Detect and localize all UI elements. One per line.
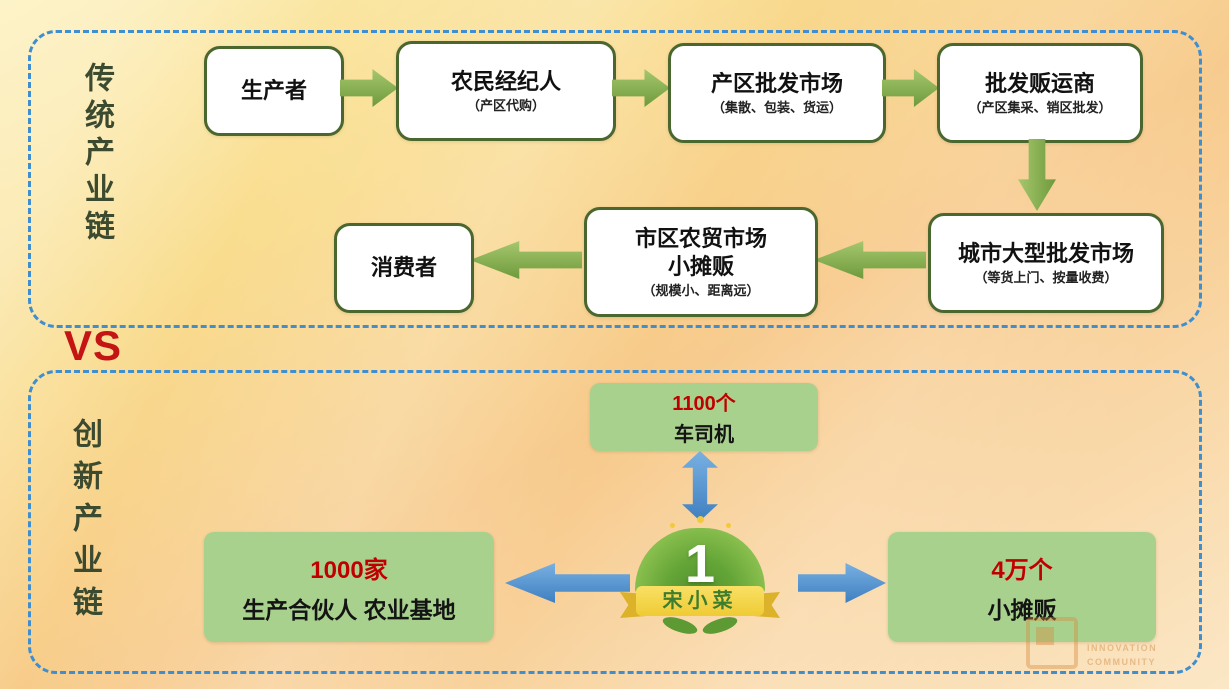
traditional-chain-panel (28, 30, 1202, 328)
innovation-chain-panel (28, 370, 1202, 674)
watermark-text: INNOVATION COMMUNITY (1087, 643, 1158, 667)
truck-drivers-label: 车司机 (674, 424, 734, 446)
production-partners-label: 生产合伙人 农业基地 (242, 596, 456, 623)
node-wholesale-trafficker-title: 批发贩运商 (984, 70, 1095, 96)
node-wholesale-trafficker-subtitle: （产区集采、销区批发） (968, 100, 1112, 116)
logo-ribbon-band: 宋小菜 (636, 586, 764, 616)
node-consumer-title: 消费者 (370, 255, 437, 281)
node-origin-wholesale-market: 产区批发市场 （集散、包装、货运） (668, 43, 886, 143)
production-partners-count: 1000家 (310, 556, 388, 584)
logo-brand-name: 宋小菜 (662, 590, 738, 612)
node-wholesale-trafficker: 批发贩运商 （产区集采、销区批发） (937, 43, 1143, 143)
node-farmer-broker-subtitle: （产区代购） (466, 98, 545, 114)
node-city-wholesale-market-subtitle: （等货上门、按量收费） (974, 270, 1118, 286)
vs-label: VS (64, 322, 123, 369)
logo-leaves-icon (618, 617, 782, 639)
node-truck-drivers: 1100个 车司机 (590, 383, 818, 451)
logo-sparkles-icon (696, 516, 704, 523)
node-city-wholesale-market-title: 城市大型批发市场 (957, 240, 1134, 266)
truck-drivers-count: 1100个 (672, 393, 736, 415)
street-vendors-count: 4万个 (991, 556, 1053, 584)
watermark: INNOVATION COMMUNITY (1026, 617, 1191, 669)
node-urban-farmers-market-title: 市区农贸市场 (634, 226, 767, 252)
node-producer-title: 生产者 (240, 78, 307, 104)
node-production-partners: 1000家 生产合伙人 农业基地 (204, 532, 494, 642)
node-origin-wholesale-market-subtitle: （集散、包装、货运） (711, 100, 842, 116)
logo-number: 1 (684, 534, 716, 594)
street-vendors-label: 小摊贩 (987, 596, 1057, 623)
node-consumer: 消费者 (334, 223, 474, 313)
node-urban-farmers-market: 市区农贸市场 小摊贩 （规模小、距离远） (584, 207, 818, 317)
node-urban-farmers-market-title2: 小摊贩 (667, 253, 734, 279)
node-farmer-broker: 农民经纪人 （产区代购） (396, 41, 616, 141)
node-farmer-broker-title: 农民经纪人 (450, 68, 561, 94)
logo-ribbon-icon: 宋小菜 (620, 586, 780, 618)
node-producer: 生产者 (204, 46, 344, 136)
watermark-logo-icon (1026, 617, 1078, 669)
node-origin-wholesale-market-title: 产区批发市场 (710, 70, 843, 96)
node-city-wholesale-market: 城市大型批发市场 （等货上门、按量收费） (928, 213, 1164, 313)
node-urban-farmers-market-subtitle: （规模小、距离远） (642, 283, 760, 299)
traditional-chain-label: 传统产业链 (80, 62, 113, 247)
innovation-chain-label: 创新产业链 (68, 418, 101, 628)
node-street-vendors: 4万个 小摊贩 (888, 532, 1156, 642)
songxiaocai-logo: 1 宋小菜 (618, 513, 782, 645)
